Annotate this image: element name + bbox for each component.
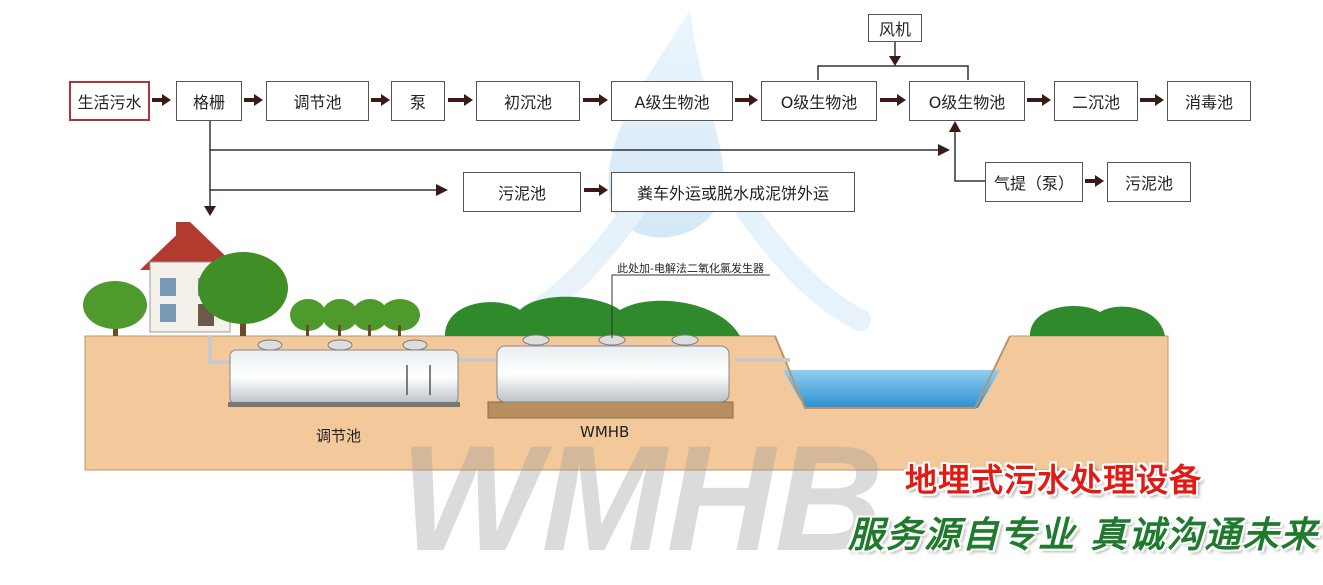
box-sludge-tank-2: 污泥池: [1107, 162, 1191, 202]
arrow-icon: [880, 94, 906, 106]
pipes: [208, 336, 790, 364]
product-title: 地埋式污水处理设备: [905, 461, 1203, 499]
arrow-icon: [583, 94, 608, 106]
annotation-text: 此处加-电解法二氧化氯发生器: [617, 262, 764, 275]
arrow-icon: [448, 94, 473, 106]
box-pump: 泵: [391, 81, 445, 121]
arrow-icon: [244, 94, 263, 106]
tank-label-left: 调节池: [316, 427, 362, 445]
box-domestic-sewage: 生活污水: [69, 81, 150, 121]
box-o-tank-2: O级生物池: [909, 81, 1025, 121]
box-grid: 格栅: [176, 81, 242, 121]
box-a-tank: A级生物池: [611, 81, 733, 121]
box-o-tank-1: O级生物池: [761, 81, 877, 121]
arrow-icon: [1027, 94, 1051, 106]
arrow-icon: [152, 94, 171, 106]
box-blower: 风机: [868, 14, 922, 42]
tank-label-right: WMHB: [580, 423, 630, 441]
box-sludge-disposal: 粪车外运或脱水成泥饼外运: [611, 172, 855, 212]
box-airlift: 气提（泵）: [985, 162, 1083, 202]
box-primary-settling: 初沉池: [476, 81, 580, 121]
box-disinfection: 消毒池: [1167, 81, 1251, 121]
bushes: [445, 296, 1165, 336]
arrow-icon: [584, 184, 608, 196]
arrow-icon: [735, 94, 758, 106]
trees-left: [83, 252, 420, 336]
annotation-leader: [611, 274, 770, 338]
box-secondary-settling: 二沉池: [1054, 81, 1138, 121]
arrow-icon: [371, 94, 390, 106]
watermark: WMHB: [400, 414, 883, 582]
pond-water: [783, 370, 1000, 408]
connector-arrowheads: [204, 56, 961, 216]
treatment-tank: [487, 334, 734, 419]
box-sludge-tank: 污泥池: [463, 172, 581, 212]
box-regulating-tank: 调节池: [266, 81, 369, 121]
flow-connectors: [209, 41, 985, 210]
arrow-icon: [1085, 175, 1104, 187]
regulating-tank: [228, 339, 460, 407]
arrow-icon: [1140, 94, 1164, 106]
slogan: 服务源自专业 真诚沟通未来: [848, 514, 1319, 556]
